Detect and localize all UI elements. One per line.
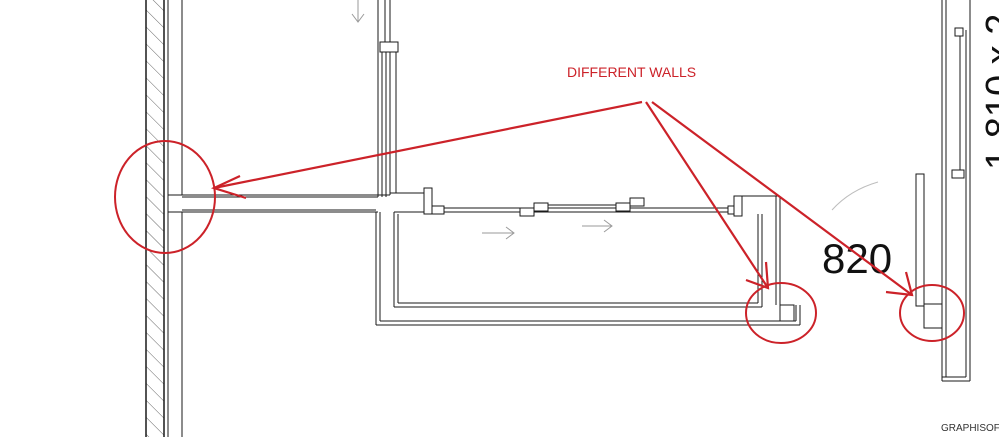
dimension-vertical-partial: 1,810 x 2 [979, 14, 999, 170]
exterior-wall-left [145, 0, 183, 437]
flow-arrow-right-icon [482, 219, 613, 240]
door-swing-arc [831, 181, 879, 211]
lower-room-walls [375, 192, 801, 326]
annotation-label: DIFFERENT WALLS [567, 64, 696, 80]
interior-wall-vertical-upper [377, 0, 399, 197]
dimension-width-820: 820 [822, 235, 892, 282]
highlight-circle-middle [745, 282, 817, 344]
annotation-arrows [210, 100, 914, 297]
sliding-window [423, 187, 743, 217]
interior-wall-horizontal [168, 194, 390, 213]
graphisoft-watermark: GRAPHISOFT [941, 423, 999, 434]
highlight-circle-right [899, 284, 965, 342]
annotation-circles [114, 140, 965, 344]
exterior-wall-right [915, 0, 971, 382]
highlight-circle-left [114, 140, 216, 254]
direction-arrow-down-icon [351, 0, 365, 23]
